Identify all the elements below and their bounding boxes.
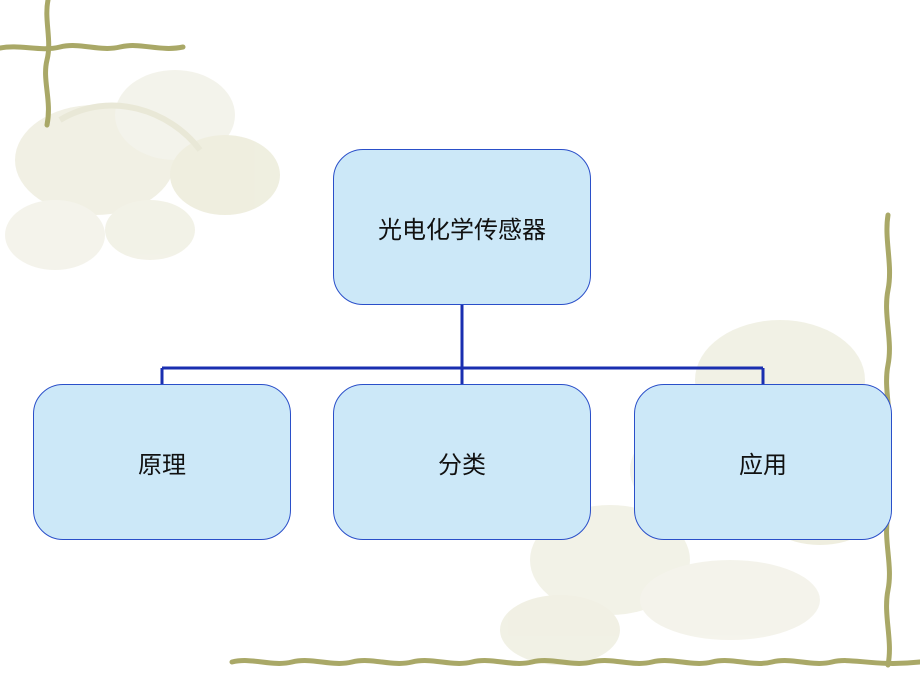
node-principle-label: 原理	[138, 450, 186, 479]
node-principle: 原理	[33, 384, 291, 540]
node-application: 应用	[634, 384, 892, 540]
vine-top-left	[0, 0, 186, 128]
blossom-top-left	[5, 70, 280, 270]
node-application-label: 应用	[739, 450, 787, 479]
node-classification: 分类	[333, 384, 591, 540]
node-root: 光电化学传感器	[333, 149, 591, 305]
node-classification-label: 分类	[438, 450, 486, 479]
vine-bottom	[229, 658, 920, 666]
node-root-label: 光电化学传感器	[378, 215, 546, 244]
